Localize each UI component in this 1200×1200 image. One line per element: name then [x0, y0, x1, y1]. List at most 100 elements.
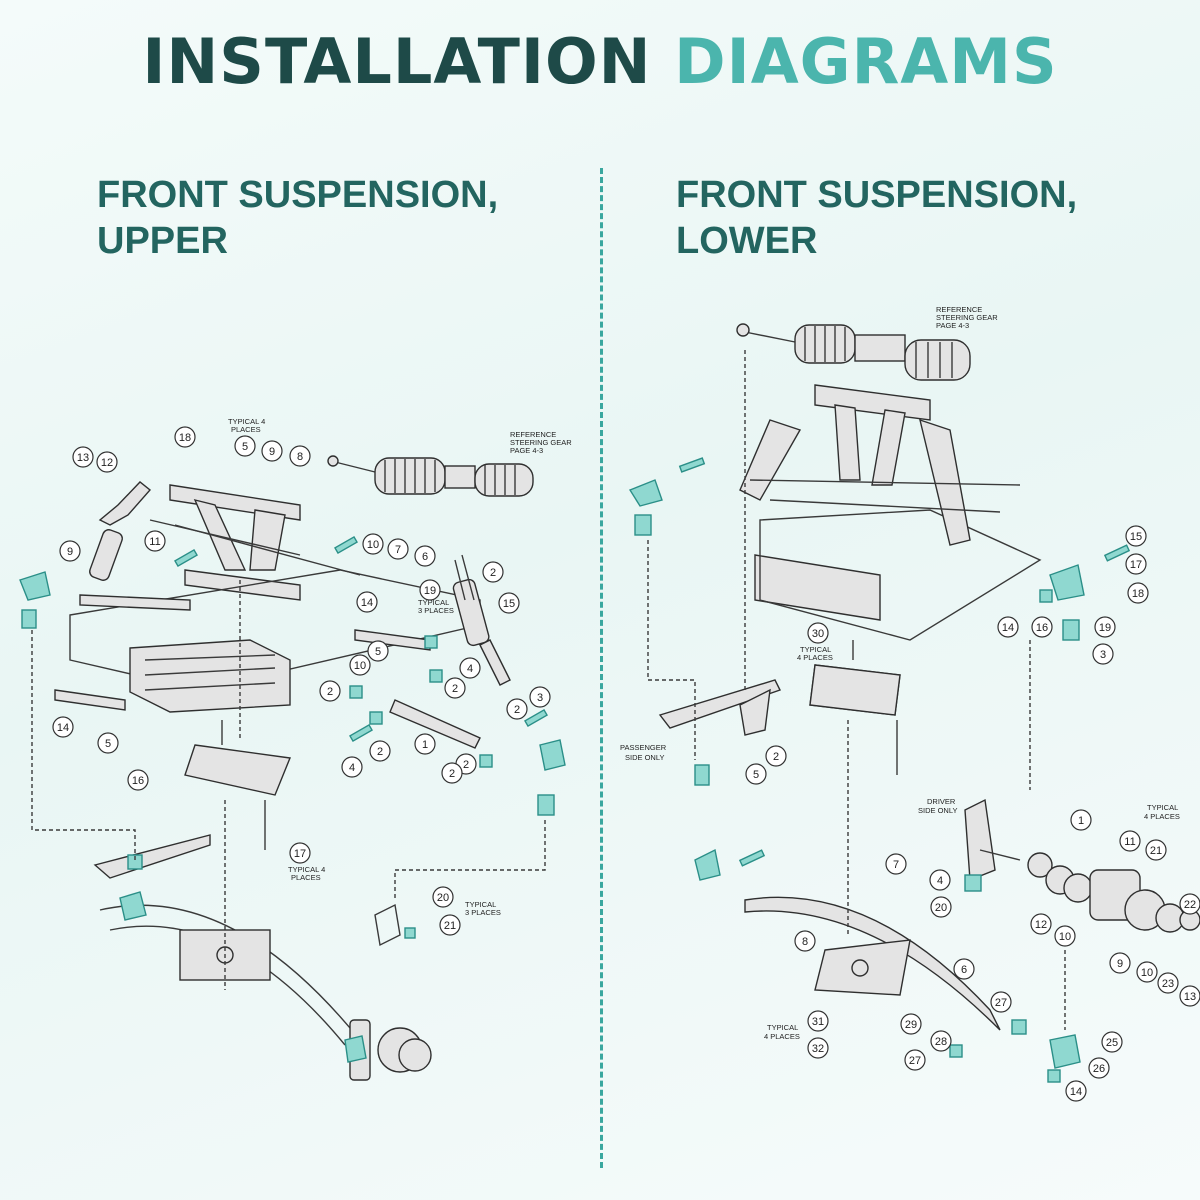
callout: 10	[1136, 961, 1158, 983]
right-heading-line-1: FRONT SUSPENSION,	[676, 174, 1078, 216]
left-heading-line-2: UPPER	[97, 220, 228, 262]
callout: 10	[362, 533, 384, 555]
right-note-ref-2: STEERING GEAR	[936, 313, 998, 322]
svg-text:15: 15	[1130, 531, 1142, 543]
callout: 13	[1179, 985, 1200, 1007]
svg-text:2: 2	[452, 683, 458, 695]
callout: 9	[261, 440, 283, 462]
upper-suspension-diagram: TYPICAL 4 PLACES REFERENCE STEERING GEAR…	[19, 417, 572, 1081]
highlighted-hardware	[19, 535, 566, 1063]
right-note-ref-1: REFERENCE	[936, 305, 982, 314]
svg-text:19: 19	[1099, 622, 1111, 634]
svg-text:1: 1	[422, 739, 428, 751]
callout: 17	[289, 842, 311, 864]
left-note-ref-3: PAGE 4-3	[510, 446, 543, 455]
left-note-typ4-b2: PLACES	[291, 873, 321, 882]
svg-text:4: 4	[349, 762, 355, 774]
callout: 20	[432, 886, 454, 908]
svg-text:32: 32	[812, 1043, 824, 1055]
svg-text:2: 2	[463, 759, 469, 771]
callout: 6	[953, 958, 975, 980]
callout: 2	[482, 561, 504, 583]
callout: 14	[52, 716, 74, 738]
callout: 27	[904, 1049, 926, 1071]
svg-text:14: 14	[1070, 1086, 1082, 1098]
svg-text:14: 14	[57, 722, 69, 734]
callout: 17	[1125, 553, 1147, 575]
callout: 2	[506, 698, 528, 720]
svg-text:1: 1	[1078, 815, 1084, 827]
left-note-ref-1: REFERENCE	[510, 430, 556, 439]
svg-text:21: 21	[444, 920, 456, 932]
svg-text:2: 2	[377, 746, 383, 758]
svg-text:5: 5	[753, 769, 759, 781]
callout: 14	[356, 591, 378, 613]
callout: 14	[997, 616, 1019, 638]
svg-text:9: 9	[1117, 958, 1123, 970]
right-note-pass-1: PASSENGER	[620, 743, 667, 752]
svg-text:12: 12	[1035, 919, 1047, 931]
callout: 4	[929, 869, 951, 891]
callout: 25	[1101, 1031, 1123, 1053]
left-note-typical4-a2: PLACES	[231, 425, 261, 434]
svg-text:25: 25	[1106, 1037, 1118, 1049]
svg-text:6: 6	[961, 964, 967, 976]
right-note-typ4-c2: 4 PLACES	[764, 1032, 800, 1041]
svg-text:3: 3	[1100, 649, 1106, 661]
svg-text:4: 4	[937, 875, 943, 887]
right-note-ref-3: PAGE 4-3	[936, 321, 969, 330]
callout: 2	[444, 677, 466, 699]
spindle-hub	[1027, 852, 1200, 933]
svg-text:20: 20	[935, 902, 947, 914]
callout: 18	[174, 426, 196, 448]
callout: 2	[369, 740, 391, 762]
svg-text:26: 26	[1093, 1063, 1105, 1075]
svg-text:7: 7	[893, 859, 899, 871]
right-note-drv-1: DRIVER	[927, 797, 956, 806]
callout: 21	[1145, 839, 1167, 861]
callout: 27	[990, 991, 1012, 1013]
callout: 29	[900, 1013, 922, 1035]
callout: 19	[1094, 616, 1116, 638]
callout: 13	[72, 446, 94, 468]
callout: 15	[498, 592, 520, 614]
left-heading-line-1: FRONT SUSPENSION,	[97, 174, 499, 216]
callout: 5	[745, 763, 767, 785]
title-part-1: INSTALLATION	[142, 25, 652, 98]
callout: 4	[459, 657, 481, 679]
steering-gear	[327, 455, 534, 497]
callout: 11	[144, 530, 166, 552]
right-note-pass-2: SIDE ONLY	[625, 753, 664, 762]
svg-text:27: 27	[909, 1055, 921, 1067]
svg-text:17: 17	[1130, 559, 1142, 571]
callout: 3	[1092, 643, 1114, 665]
svg-text:4: 4	[467, 663, 473, 675]
callout: 15	[1125, 525, 1147, 547]
svg-text:13: 13	[1184, 991, 1196, 1003]
callout: 18	[1127, 582, 1149, 604]
left-note-ref-2: STEERING GEAR	[510, 438, 572, 447]
svg-text:11: 11	[1124, 836, 1135, 848]
svg-text:19: 19	[424, 585, 436, 597]
right-heading: FRONT SUSPENSION, LOWER	[676, 172, 1077, 264]
svg-text:3: 3	[537, 692, 543, 704]
steering-gear-lower	[736, 323, 971, 381]
callout: 31	[807, 1010, 829, 1032]
svg-text:31: 31	[812, 1016, 824, 1028]
right-note-typ4-a1: TYPICAL	[800, 645, 831, 654]
callout: 2	[319, 680, 341, 702]
spindle-assembly	[179, 903, 432, 1081]
callout: 10	[349, 654, 371, 676]
svg-text:10: 10	[1141, 967, 1153, 979]
svg-text:18: 18	[179, 432, 191, 444]
lower-suspension-diagram: REFERENCE STEERING GEAR PAGE 4-3 TYPICAL…	[620, 305, 1200, 1102]
svg-text:22: 22	[1184, 899, 1196, 911]
svg-text:28: 28	[935, 1036, 947, 1048]
callout: 16	[127, 769, 149, 791]
callout: 11	[1119, 830, 1141, 852]
svg-text:2: 2	[490, 567, 496, 579]
right-note-typ4-b1: TYPICAL	[1147, 803, 1178, 812]
callout: 1	[1070, 809, 1092, 831]
shock-absorbers	[89, 481, 511, 686]
svg-text:17: 17	[294, 848, 306, 860]
